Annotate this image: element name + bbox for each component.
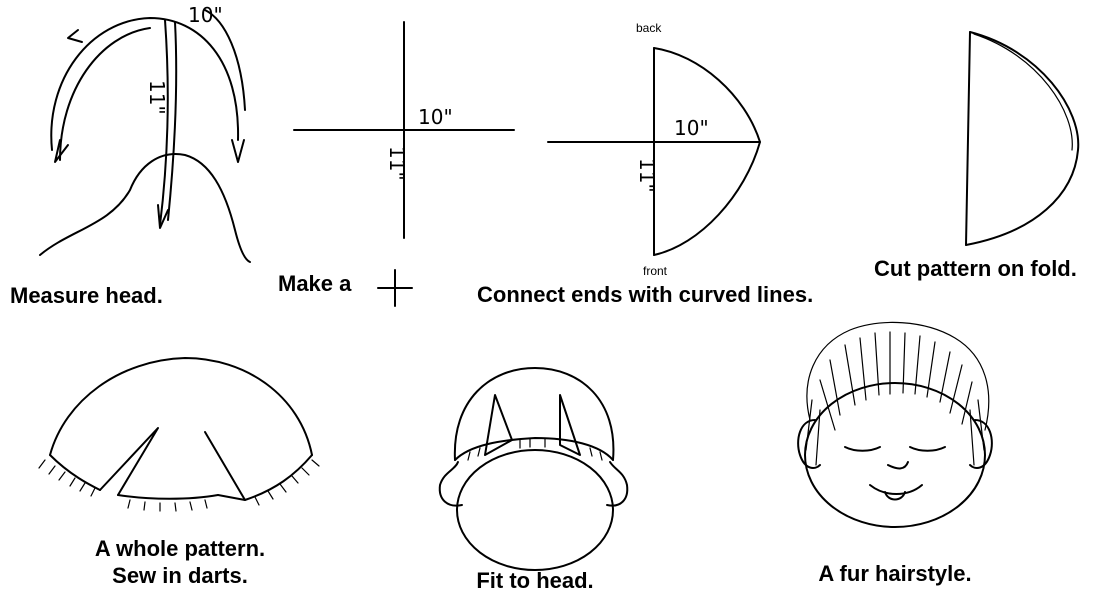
fur-hairstyle-face [797, 321, 993, 528]
fit-to-head-caption: Fit to head. [476, 568, 593, 592]
measure-10-label: 10" [188, 3, 223, 27]
measure-11-label: 11" [145, 80, 169, 115]
cross-10-label: 10" [418, 105, 453, 129]
connect-10-label: 10" [674, 116, 709, 140]
connect-11-label: 11" [635, 158, 659, 193]
cross-illustration [293, 21, 515, 239]
fur-hairstyle-caption: A fur hairstyle. [818, 561, 971, 586]
front-label: front [643, 264, 668, 278]
connect-ends-caption: Connect ends with curved lines. [477, 282, 813, 307]
plus-symbol-icon [377, 269, 413, 307]
cross-11-label: 11" [385, 146, 409, 181]
whole-pattern-caption-line1: A whole pattern. [95, 536, 265, 561]
back-label: back [636, 21, 662, 35]
fit-to-head-illustration [438, 367, 629, 571]
cut-pattern-caption: Cut pattern on fold. [874, 256, 1077, 281]
make-cross-caption: Make a [278, 271, 352, 296]
cut-pattern-shape [965, 31, 1080, 246]
measure-head-illustration [39, 9, 251, 263]
whole-pattern-illustration [38, 357, 320, 512]
half-circle-pattern [547, 47, 761, 256]
measure-head-caption: Measure head. [10, 283, 163, 308]
whole-pattern-caption-line2: Sew in darts. [112, 563, 248, 588]
